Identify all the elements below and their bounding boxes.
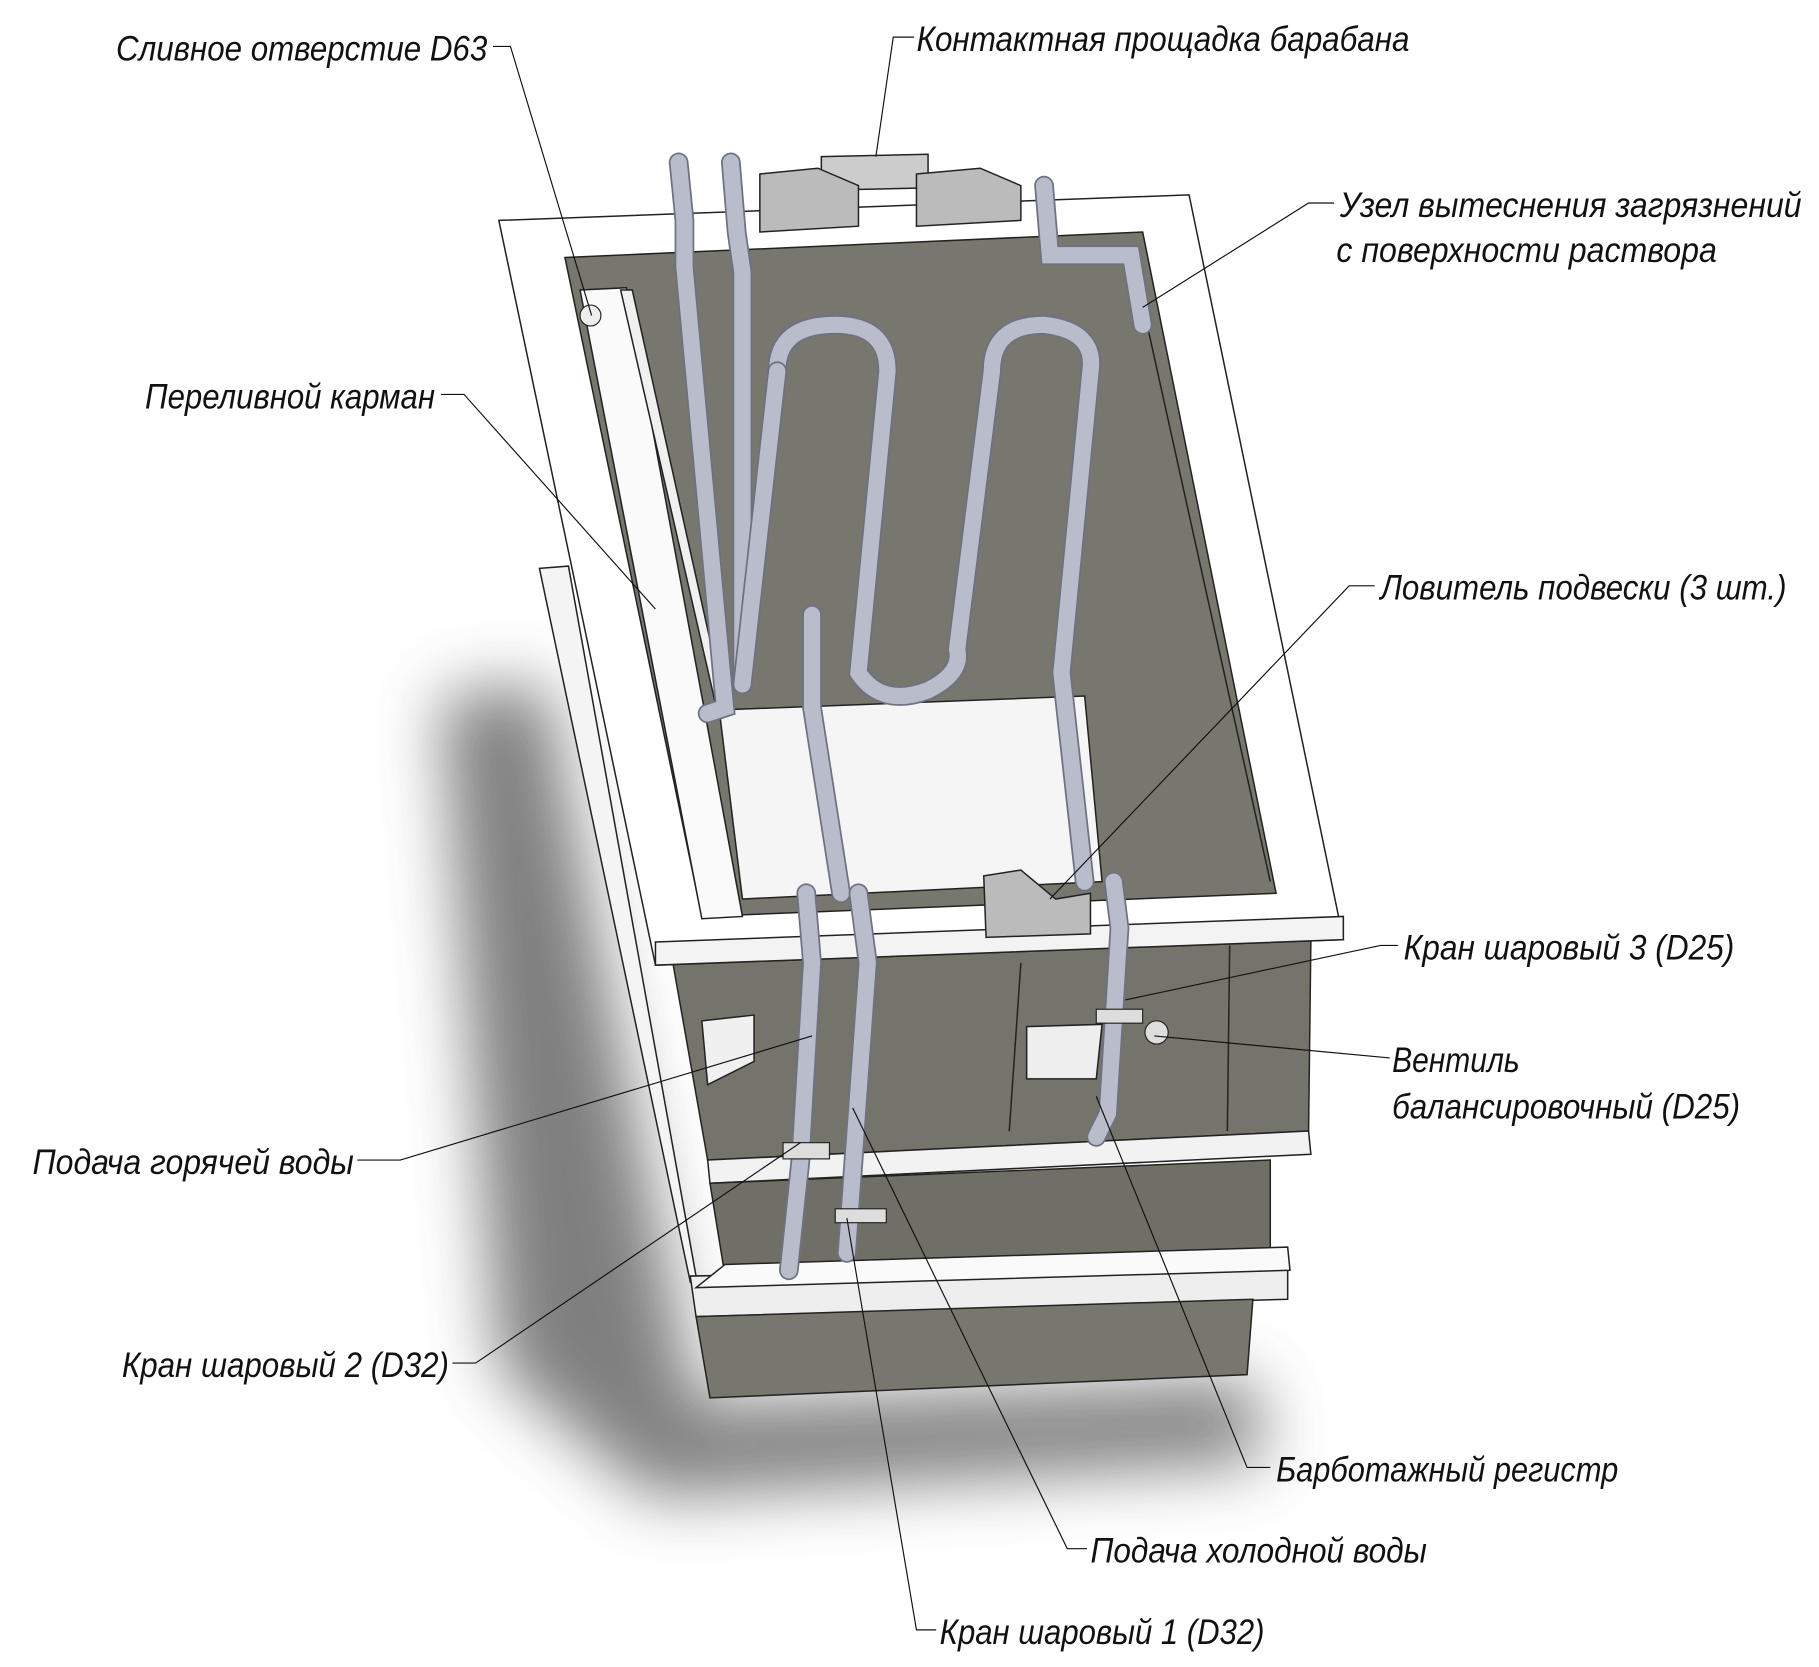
- label-balancing-valve-line1: Вентиль: [1392, 1041, 1520, 1080]
- drop-shadow: [440, 684, 1265, 1497]
- pipework: [668, 152, 1169, 1281]
- callout-labels: Сливное отверстие D63 Контактная прощадк…: [32, 20, 1801, 1652]
- leader-lines: [357, 36, 1398, 1631]
- hanger-catcher-shape: [982, 869, 1092, 939]
- label-contaminant-displacement-line1: Узел вытеснения загрязнений: [1339, 186, 1802, 225]
- label-cold-water-supply: Подача холодной воды: [1090, 1532, 1426, 1571]
- label-ball-valve-1: Кран шаровый 1 (D32): [940, 1613, 1265, 1652]
- label-hanger-catcher: Ловитель подвески (3 шт.): [1379, 569, 1787, 608]
- label-balancing-valve-line2: балансировочный (D25): [1392, 1087, 1740, 1126]
- label-drain-hole: Сливное отверстие D63: [116, 29, 488, 68]
- label-drum-contact-pad: Контактная прощадка барабана: [916, 20, 1409, 59]
- label-hot-water-supply: Подача горячей воды: [32, 1143, 353, 1182]
- label-contaminant-displacement-line2: с поверхности раствора: [1336, 231, 1716, 270]
- label-ball-valve-2: Кран шаровый 2 (D32): [122, 1346, 449, 1385]
- label-overflow-pocket: Переливной карман: [145, 377, 435, 416]
- label-ball-valve-3: Кран шаровый 3 (D25): [1404, 928, 1735, 967]
- drain-hole: [579, 304, 602, 327]
- tank-top-frame: [497, 153, 1345, 966]
- label-bubbling-register: Барботажный регистр: [1276, 1450, 1618, 1489]
